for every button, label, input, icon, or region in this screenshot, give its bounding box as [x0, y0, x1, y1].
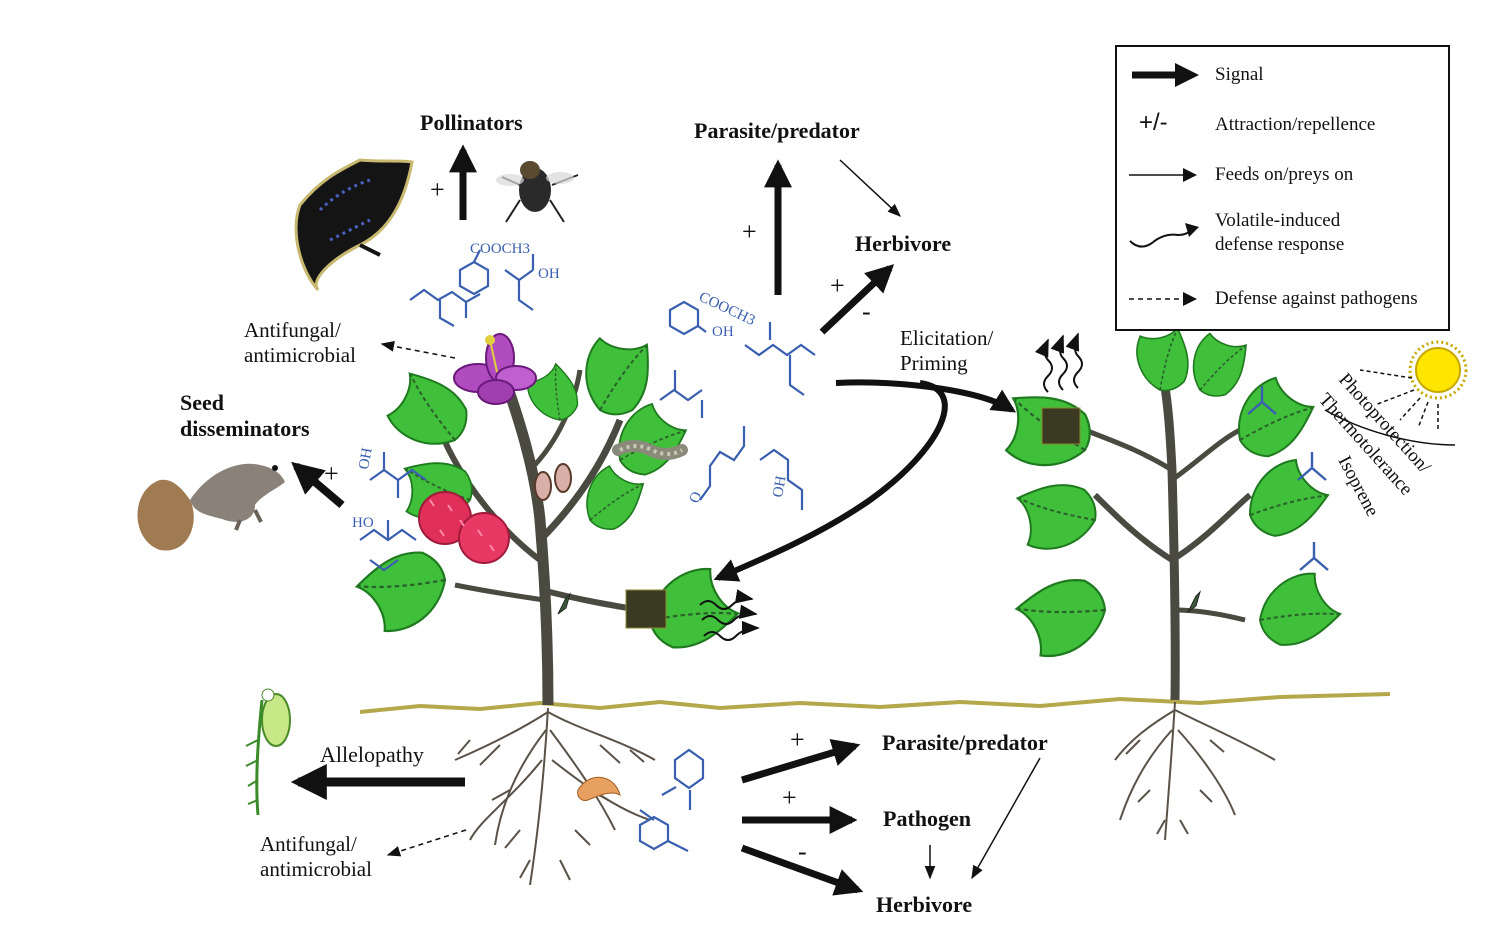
molecule-label: OH — [712, 324, 734, 340]
legend-label: Signal — [1215, 64, 1264, 85]
defense-arrow-top — [380, 340, 456, 359]
leaf-icon — [1013, 576, 1110, 660]
leaf-icon — [351, 546, 454, 637]
plus-sign: + — [430, 175, 445, 204]
herbivore-bottom-label: Herbivore — [876, 892, 973, 917]
leaf-icon — [1236, 451, 1337, 544]
sun-icon — [1324, 340, 1468, 446]
leaf-icon — [1129, 320, 1196, 395]
molecule-structures — [359, 249, 816, 852]
molecule-label: O — [687, 490, 706, 506]
aphid-icon — [1187, 590, 1202, 613]
aphid-icon — [557, 592, 572, 615]
leaf-icon — [1176, 320, 1261, 407]
grub-icon — [577, 776, 621, 801]
thick-arrow-icon — [1132, 63, 1199, 87]
flower-icon — [453, 333, 537, 405]
legend-label: Feeds on/preys on — [1215, 164, 1354, 185]
plus-minus-icon: +/- — [1139, 109, 1168, 136]
right-plant — [987, 320, 1345, 841]
microarray-icon — [1041, 407, 1081, 445]
molecule-label: OH — [356, 446, 376, 470]
dashed-arrow-icon — [1129, 292, 1197, 306]
squirrel-icon — [137, 463, 285, 551]
seed-disseminators-label: Seed disseminators — [180, 390, 310, 442]
wavy-arrow-icon — [1129, 223, 1199, 248]
minus-sign: - — [862, 297, 871, 326]
plus-sign: + — [782, 783, 797, 812]
molecule-label: OH — [538, 266, 560, 282]
left-plant — [351, 321, 744, 886]
priming-return-arrow — [713, 380, 948, 582]
flower-bud-icon — [534, 463, 572, 501]
signal-arrow-parasite-predator-bottom — [740, 739, 861, 784]
molecule-label: HO — [352, 515, 374, 531]
allelopathy-label: Allelopathy — [320, 742, 424, 767]
volatile-response-arrows-right — [1035, 332, 1083, 393]
antifungal-top-label: Antifungal/ antimicrobial — [244, 318, 356, 368]
signal-arrow-herbivore-bottom — [740, 844, 864, 896]
signal-arrow-herbivore — [819, 264, 895, 335]
leaf-icon — [1252, 568, 1345, 651]
right-roots — [1114, 701, 1276, 841]
butterfly-icon — [294, 158, 414, 292]
legend-item-volatile-response: Volatile-induced defense response — [1117, 205, 1448, 261]
seedling-icon — [245, 688, 291, 816]
plus-sign: + — [830, 271, 845, 300]
defense-arrow-bottom — [386, 829, 467, 857]
plus-sign: + — [790, 725, 805, 754]
legend-label: Attraction/repellence — [1215, 114, 1376, 135]
pollinators-label: Pollinators — [420, 110, 523, 135]
raspberry-icon — [418, 491, 510, 564]
bee-icon — [496, 161, 579, 223]
caterpillar-icon — [612, 440, 688, 460]
thin-arrow-icon — [1129, 168, 1197, 182]
legend-item-attraction: +/- Attraction/repellence — [1117, 105, 1448, 145]
signal-arrow-seed-disseminators — [291, 461, 345, 509]
pathogen-label: Pathogen — [883, 806, 971, 831]
molecule-label: OH — [770, 474, 790, 498]
legend-label: Defense against pathogens — [1215, 288, 1418, 309]
soil-line — [359, 692, 1391, 714]
isoprene-molecule-icon — [1296, 450, 1328, 482]
legend-item-signal: Signal — [1117, 55, 1448, 95]
volatile-response-arrows-left — [699, 589, 760, 641]
molecule-label: COOCH3 — [696, 289, 757, 329]
legend: Signal +/- Attraction/repellence Feeds o… — [1115, 45, 1450, 331]
microarray-icon — [625, 589, 667, 629]
plus-sign: + — [742, 217, 757, 246]
antifungal-bottom-label: Antifungal/ antimicrobial — [260, 832, 372, 882]
legend-item-defense: Defense against pathogens — [1117, 279, 1448, 319]
leaf-icon — [1008, 475, 1102, 558]
isoprene-molecule-icon — [1298, 540, 1330, 572]
left-roots — [454, 707, 656, 886]
plus-sign: + — [324, 459, 339, 488]
preys-on-arrow-bottom — [971, 757, 1041, 880]
elicitation-priming-label: Elicitation/ Priming — [900, 326, 994, 376]
molecule-label: COOCH3 — [470, 241, 530, 257]
parasite-predator-bottom-label: Parasite/predator — [882, 730, 1048, 755]
preys-on-arrow-top — [839, 159, 901, 217]
parasite-predator-top-label: Parasite/predator — [694, 118, 860, 143]
legend-item-feeds-on: Feeds on/preys on — [1117, 155, 1448, 195]
minus-sign: - — [798, 837, 807, 866]
herbivore-top-label: Herbivore — [855, 231, 952, 256]
legend-label: Volatile-induced defense response — [1215, 210, 1345, 255]
